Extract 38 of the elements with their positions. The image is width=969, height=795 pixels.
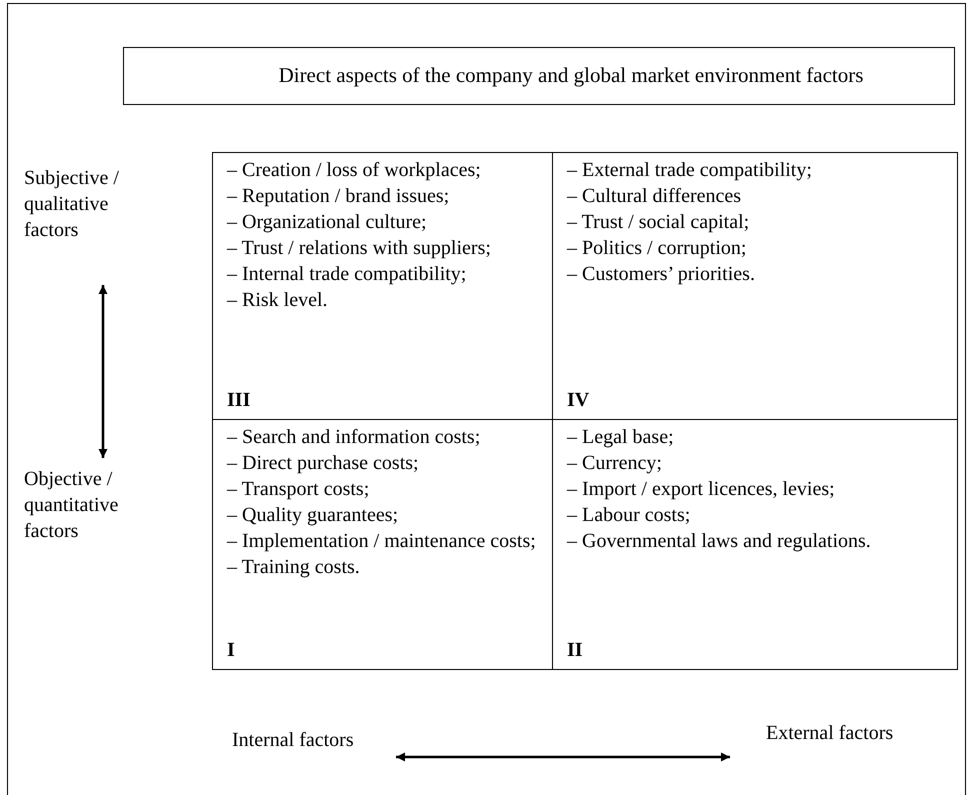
quadrant-cell bbox=[212, 419, 553, 670]
title-text: Direct aspects of the company and global market environment factors bbox=[278, 62, 864, 90]
factor-item: – External trade compatibility; bbox=[567, 158, 813, 183]
factor-item: – Risk level. bbox=[227, 288, 329, 313]
factor-item: – Customers’ priorities. bbox=[567, 262, 756, 287]
factor-item: – Search and information costs; bbox=[227, 425, 482, 450]
factor-item: – Reputation / brand issues; bbox=[227, 184, 450, 209]
factor-item: – Cultural differences bbox=[567, 184, 742, 209]
axis-label: External factors bbox=[766, 721, 894, 746]
quadrant-cell bbox=[552, 152, 958, 420]
factor-item: – Trust / social capital; bbox=[567, 210, 750, 235]
factor-item: – Direct purchase costs; bbox=[227, 451, 420, 476]
factor-item: – Import / export licences, levies; bbox=[567, 477, 836, 502]
factor-item: – Currency; bbox=[567, 451, 663, 476]
factor-item: – Creation / loss of workplaces; bbox=[227, 158, 482, 183]
factor-item: – Organizational culture; bbox=[227, 210, 428, 235]
factor-item: – Transport costs; bbox=[227, 477, 370, 502]
axis-label: Internal factors bbox=[232, 728, 355, 753]
factor-item: – Legal base; bbox=[567, 425, 675, 450]
quadrant-number: II bbox=[567, 638, 583, 663]
quadrant-number: IV bbox=[567, 388, 590, 413]
double-arrow bbox=[98, 285, 108, 458]
factor-item: – Governmental laws and regulations. bbox=[567, 529, 872, 554]
quadrant-cell bbox=[552, 419, 958, 670]
double-arrow bbox=[396, 752, 730, 762]
factor-item: – Training costs. bbox=[227, 555, 361, 580]
factor-item: – Labour costs; bbox=[567, 503, 692, 528]
title-box bbox=[123, 47, 955, 105]
factor-item: – Quality guarantees; bbox=[227, 503, 400, 528]
axis-label: Objective / quantitative factors bbox=[24, 467, 120, 544]
quadrant-number: III bbox=[227, 388, 250, 413]
quadrant-cell bbox=[212, 152, 553, 420]
factor-item: – Politics / corruption; bbox=[567, 236, 748, 261]
factor-item: – Implementation / maintenance costs; bbox=[227, 529, 537, 554]
quadrant-number: I bbox=[227, 638, 235, 663]
factor-item: – Trust / relations with suppliers; bbox=[227, 236, 492, 261]
axis-label: Subjective / qualitative factors bbox=[24, 166, 120, 243]
factor-item: – Internal trade compatibility; bbox=[227, 262, 468, 287]
